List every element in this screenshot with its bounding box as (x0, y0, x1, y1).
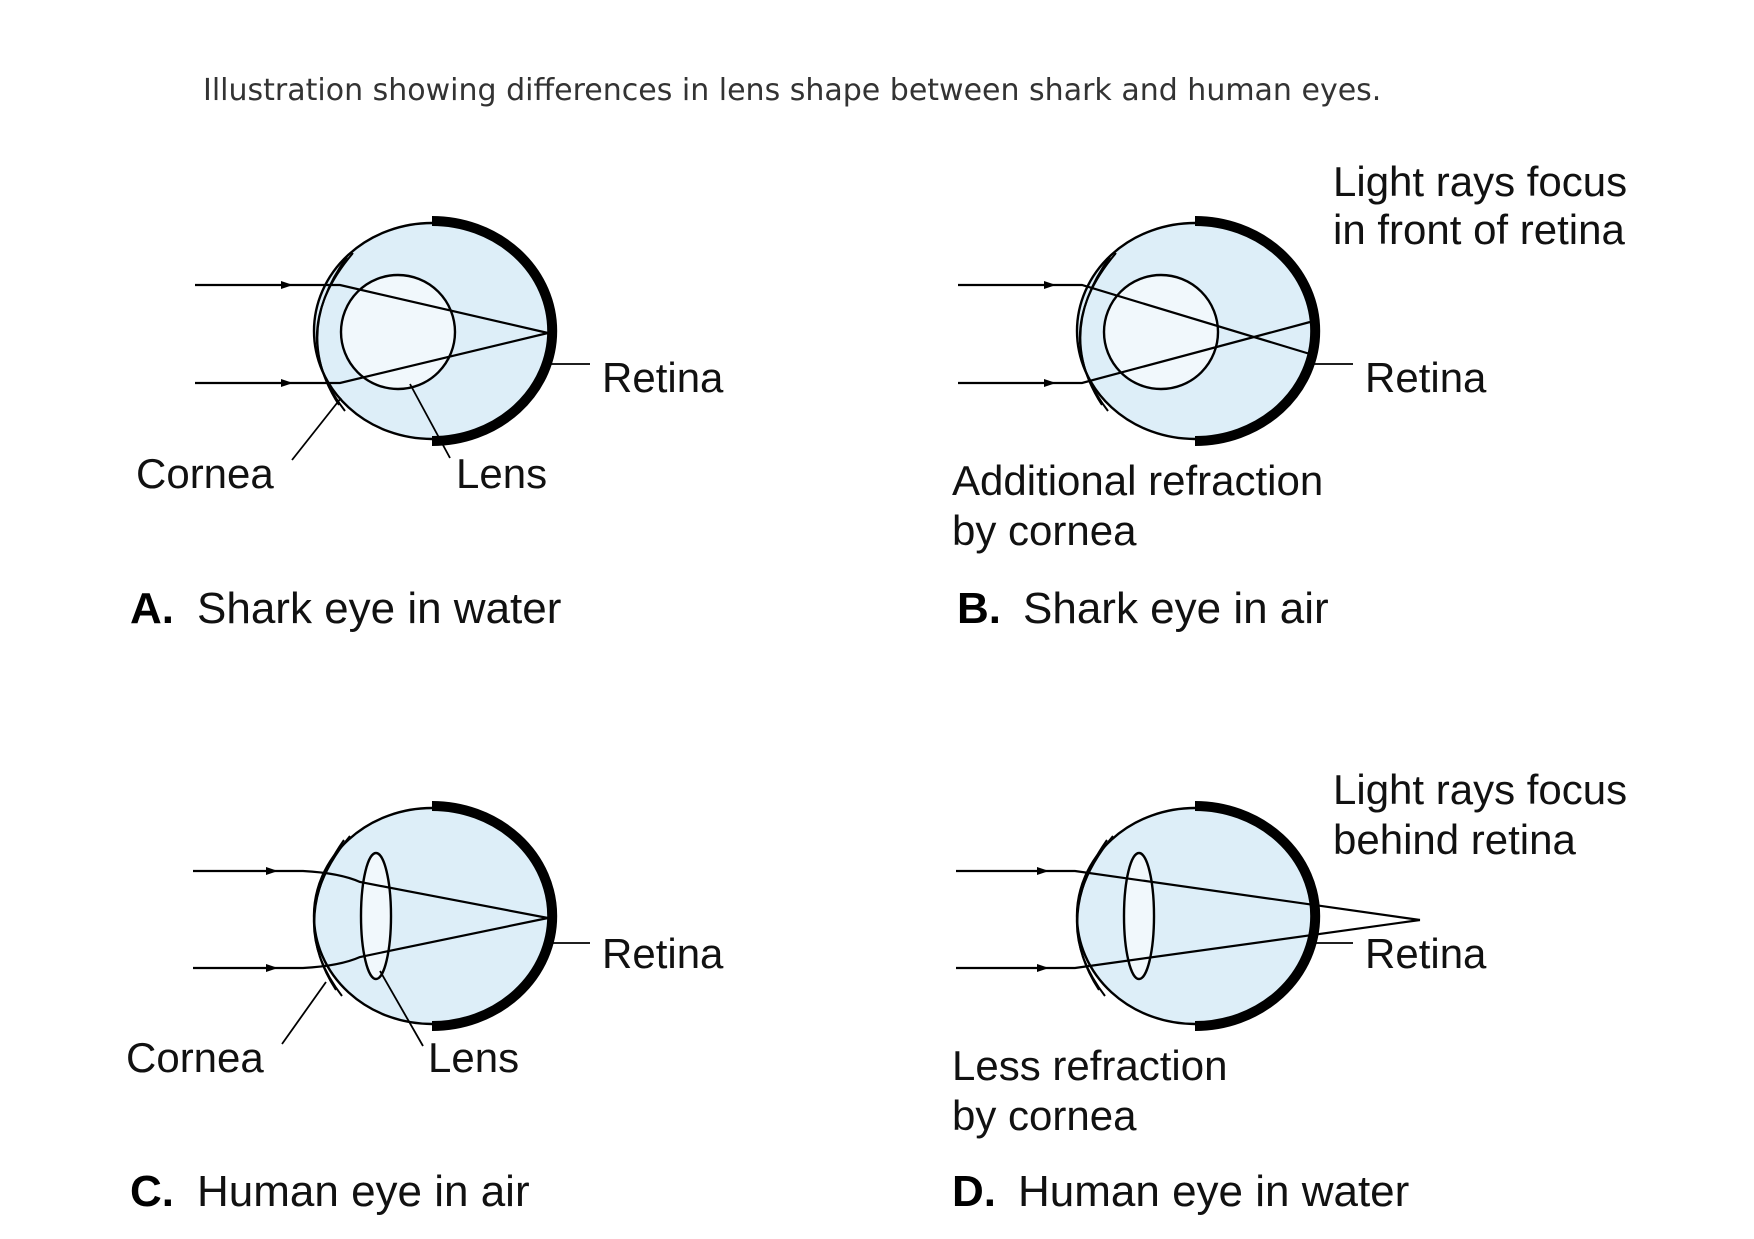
cornea-inner (313, 839, 345, 991)
figure-caption: Illustration showing differences in lens… (203, 73, 1381, 108)
panel-b: Light rays focus in front of retina Reti… (952, 158, 1627, 633)
refracted-ray-bottom (1055, 320, 1311, 385)
lens-flat (1122, 851, 1156, 981)
cornea-note-line1: Less refraction (952, 1042, 1227, 1089)
retina-label: Retina (602, 930, 724, 977)
panel-letter: D. (952, 1167, 996, 1216)
panel-title: Shark eye in air (1023, 584, 1329, 633)
panel-c: Retina Cornea Lens C. Human eye in air (126, 801, 724, 1216)
lens-spherical (339, 273, 457, 391)
focus-note-line2: behind retina (1333, 816, 1576, 863)
lens-leader (409, 383, 451, 459)
cornea-leader (291, 397, 342, 461)
refracted-ray-top (1048, 869, 1421, 922)
retina-label: Retina (602, 354, 724, 401)
focus-note-line1: Light rays focus (1333, 766, 1627, 813)
lens-label: Lens (456, 450, 547, 497)
cornea-note-line2: by cornea (952, 507, 1137, 554)
cornea-label: Cornea (126, 1034, 264, 1081)
retina-label: Retina (1365, 354, 1487, 401)
refracted-ray-bottom (292, 331, 549, 385)
cornea-note-line1: Additional refraction (952, 457, 1323, 504)
panel-title: Shark eye in water (197, 584, 561, 633)
cornea-inner (316, 256, 348, 406)
cornea-inner (1076, 839, 1108, 991)
retina-arc (431, 801, 558, 1031)
panel-title: Human eye in water (1018, 1167, 1409, 1216)
refracted-ray-bottom (277, 916, 549, 970)
lens-flat (359, 851, 393, 981)
panel-letter: C. (130, 1167, 174, 1216)
retina-arc (431, 216, 558, 446)
cornea-inner (1079, 256, 1111, 406)
lens-leader (379, 970, 424, 1047)
refracted-ray-bottom (1048, 918, 1421, 970)
retina-arc (1194, 801, 1321, 1031)
panel-a: Retina Cornea Lens A. Shark eye in water (130, 216, 724, 633)
cornea-label: Cornea (136, 450, 274, 497)
retina-arc (1194, 216, 1321, 446)
panel-d: Light rays focus behind retina Retina Le… (952, 766, 1627, 1216)
panel-letter: A. (130, 584, 174, 633)
cornea-leader (281, 981, 327, 1045)
refracted-ray-top (1055, 283, 1311, 356)
refracted-ray-top (277, 869, 549, 920)
focus-note-line1: Light rays focus (1333, 158, 1627, 205)
panel-letter: B. (957, 584, 1001, 633)
lens-label: Lens (428, 1034, 519, 1081)
lens-spherical (1102, 273, 1220, 391)
panel-title: Human eye in air (197, 1167, 530, 1216)
focus-note-line2: in front of retina (1333, 206, 1625, 253)
refracted-ray-top (292, 283, 549, 335)
retina-label: Retina (1365, 930, 1487, 977)
cornea-note-line2: by cornea (952, 1092, 1137, 1139)
